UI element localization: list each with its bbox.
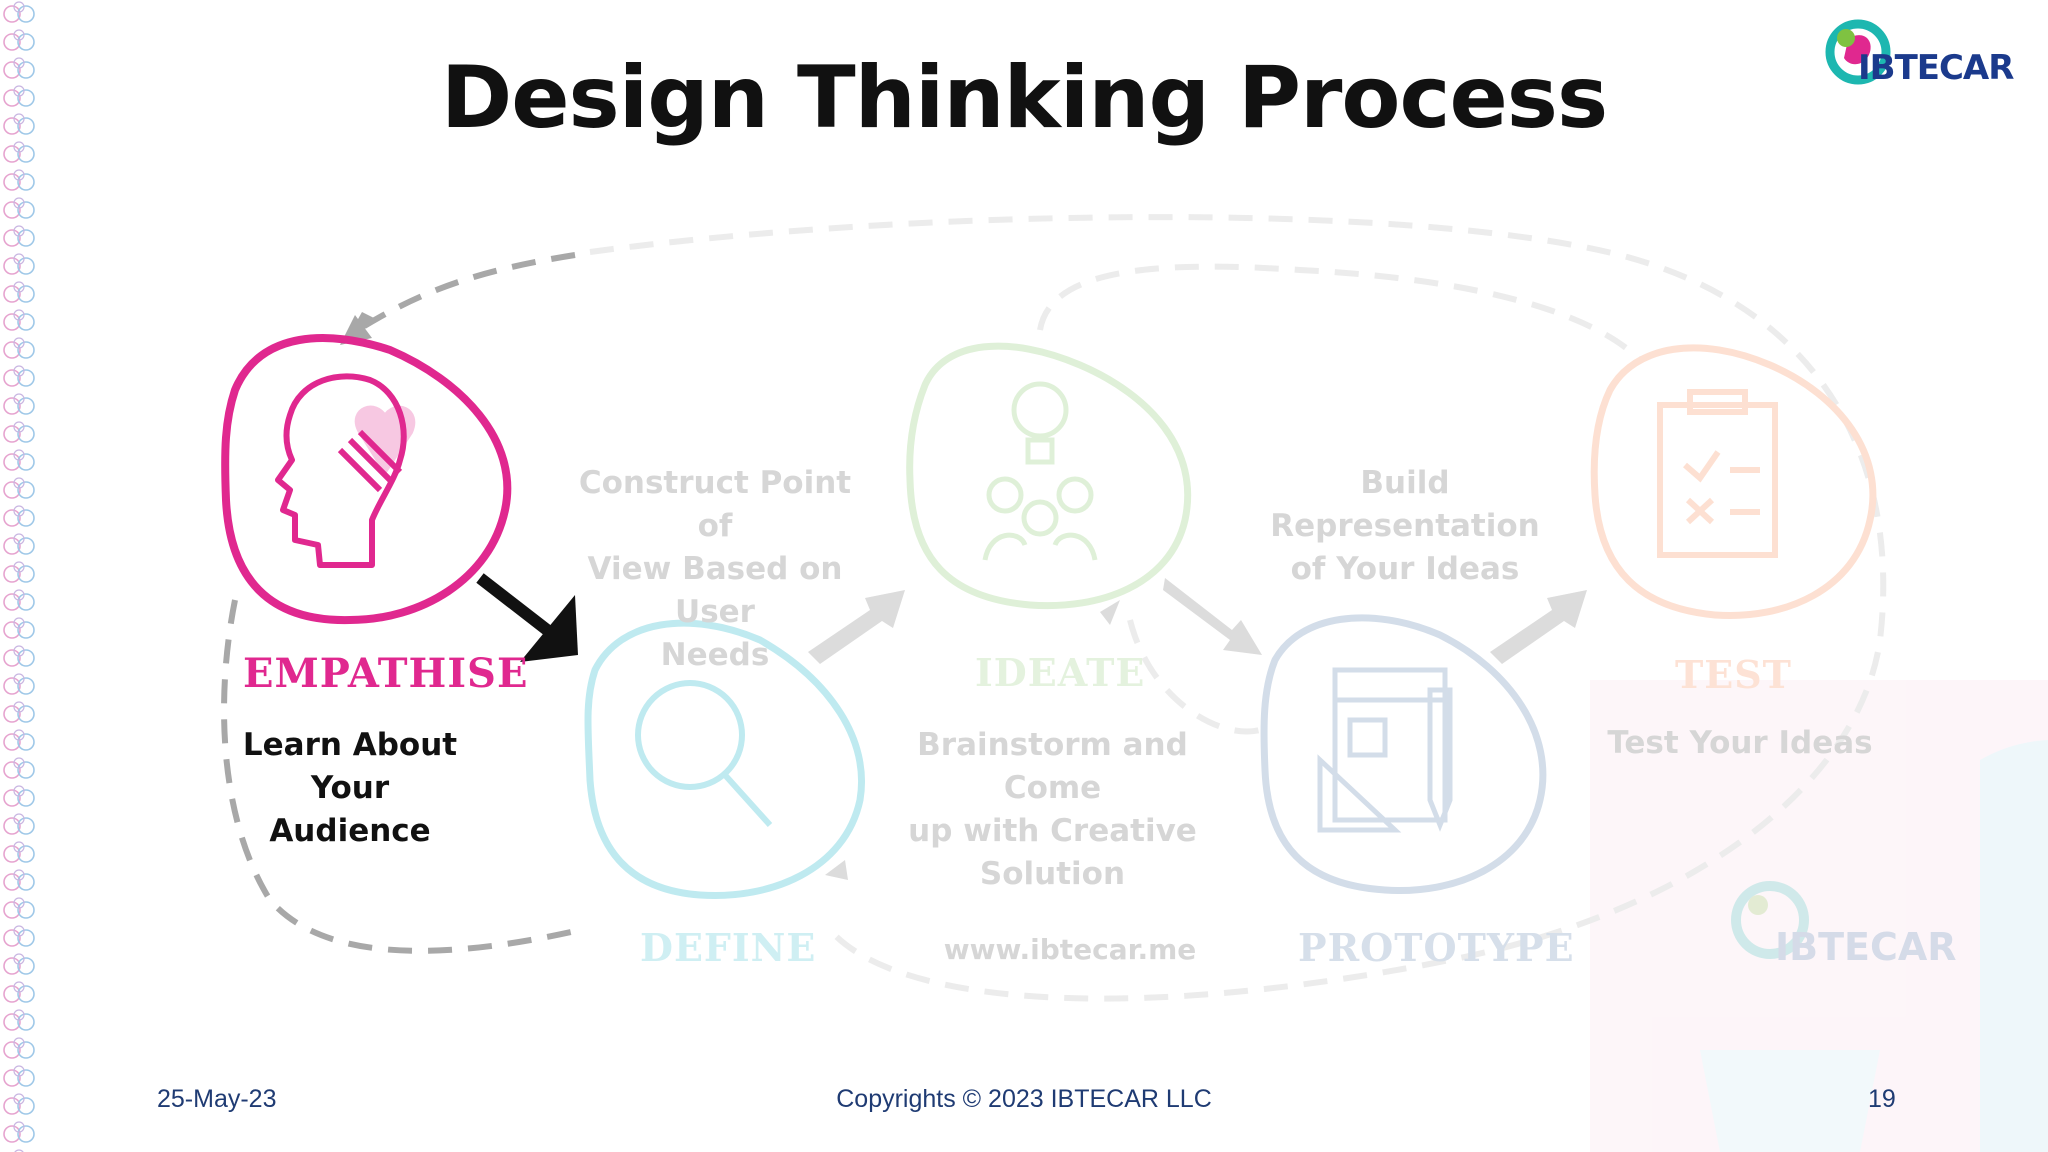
stage-label-define: Define — [640, 925, 817, 970]
stage-label-ideate: Ideate — [975, 650, 1146, 695]
prototype-shape — [1260, 614, 1547, 895]
footer-copyright: Copyrights © 2023 IBTECAR LLC — [836, 1085, 1212, 1113]
blueprint-tools-icon — [1317, 667, 1453, 833]
stage-label-prototype: Prototype — [1298, 925, 1575, 970]
loop-arrow-left — [221, 599, 581, 954]
arrow-ideate-prototype — [1163, 578, 1262, 655]
stage-label-test: Test — [1675, 652, 1792, 697]
decorative-border — [0, 0, 44, 1152]
magnifier-icon — [635, 680, 773, 828]
ideate-shape — [906, 342, 1192, 610]
head-heart-icon — [275, 373, 416, 568]
caption-test: Test Your Ideas — [1607, 725, 1873, 761]
watermark-logo — [1731, 881, 1809, 959]
website-text: www.ibtecar.me — [943, 933, 1197, 966]
footer-date: 25-May-23 — [157, 1085, 277, 1113]
background-decoration — [1590, 680, 2048, 1152]
lightbulb-team-icon — [982, 381, 1098, 561]
loop-arrow-top — [348, 252, 576, 338]
footer-page-number: 19 — [1868, 1085, 1896, 1113]
arrow-prototype-test — [1490, 590, 1587, 664]
empathise-shape — [221, 334, 512, 625]
clipboard-checklist-icon — [1657, 389, 1778, 558]
test-shape — [1590, 344, 1877, 620]
define-shape — [584, 619, 865, 900]
stage-label-empathise: Empathise — [243, 650, 529, 697]
arrow-define-ideate — [808, 590, 905, 664]
watermark-logo-text: IBTECAR — [1775, 925, 1957, 969]
page-title: Design Thinking Process — [440, 48, 1608, 148]
ibtecar-logo — [1825, 19, 1891, 85]
logo-text: IBTECAR — [1858, 48, 2014, 88]
